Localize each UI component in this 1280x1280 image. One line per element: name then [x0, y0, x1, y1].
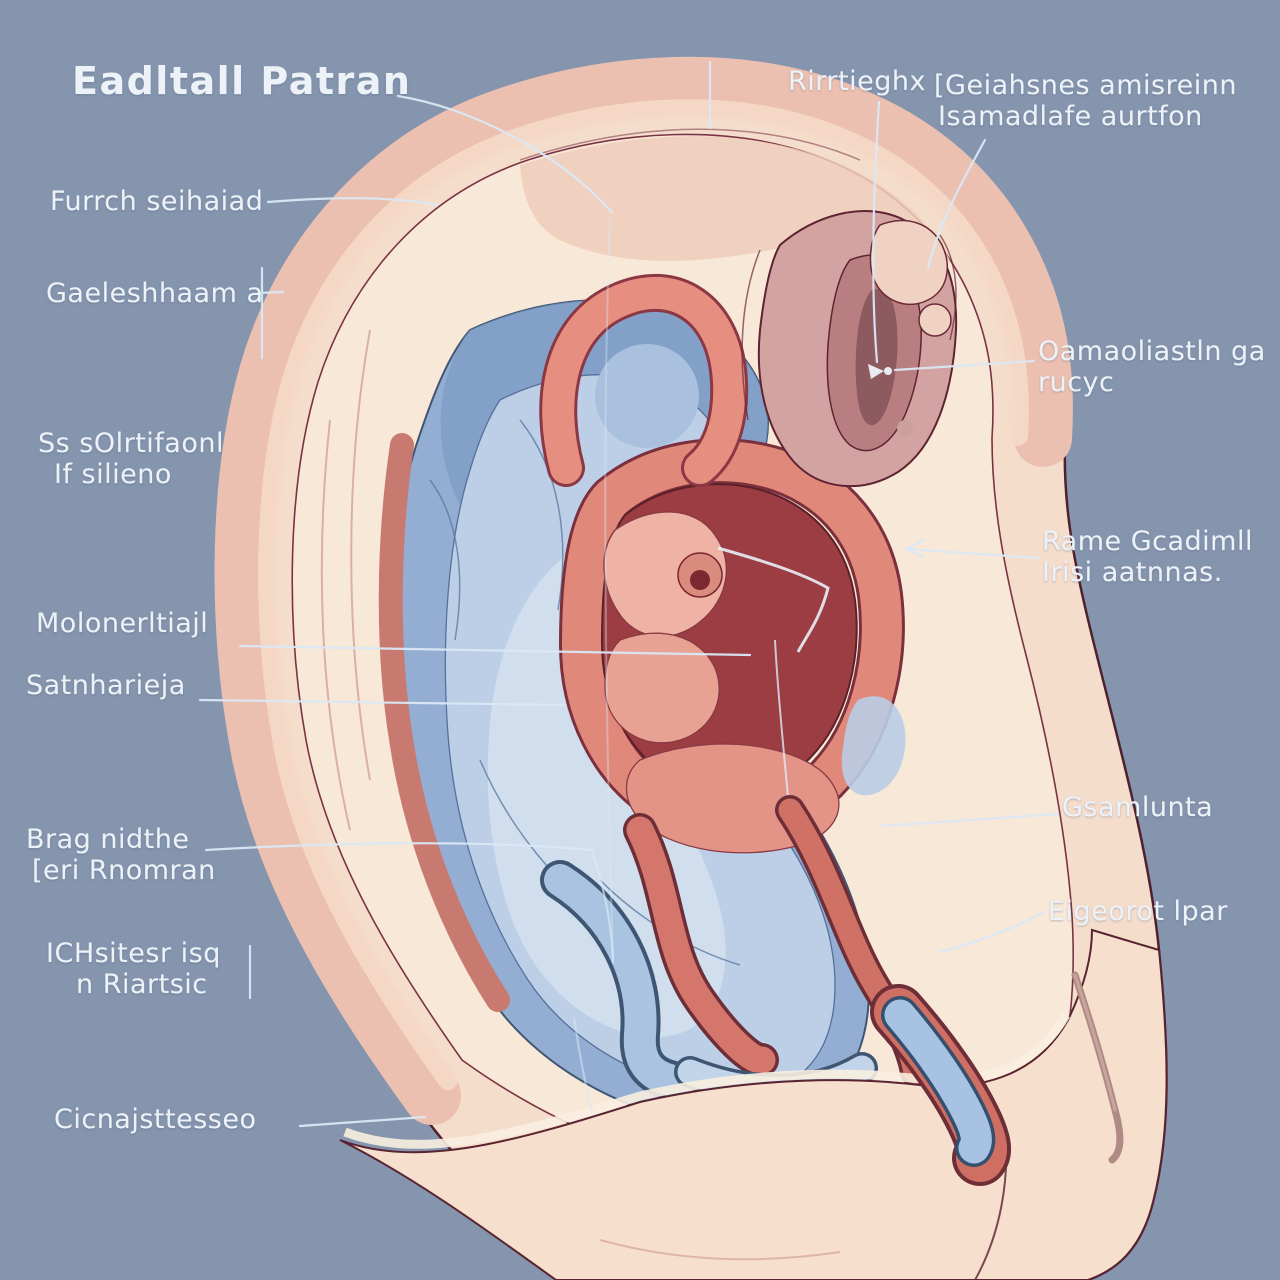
leader-eigeorot [938, 910, 1046, 954]
label-line: Rame Gcadimll [1042, 526, 1253, 557]
leader-furrch [266, 197, 439, 207]
dot-marker [884, 367, 892, 375]
label-line: If silieno [54, 459, 172, 490]
red-cavity [558, 438, 906, 854]
label-furrch: Furrch seihaiad [50, 186, 263, 217]
label-line: Eadltall Patran [72, 59, 412, 103]
label-brag-nidthe: Brag nidthe[eri Rnomran [26, 824, 216, 886]
label-title: Eadltall Patran [72, 60, 412, 102]
label-line: Irisi aatnnas. [1042, 557, 1223, 588]
leader-rame-arrow1 [904, 538, 926, 551]
label-line: Satnharieja [26, 670, 186, 701]
leader-artifact-1 [604, 217, 614, 959]
label-line: [eri Rnomran [32, 855, 216, 886]
label-rirrtieghx: Rirrtieghx [788, 66, 926, 97]
leader-brag-drop [590, 848, 615, 965]
label-line: n Riartsic [76, 969, 208, 1000]
label-line: Gaeleshhaam a [46, 278, 264, 309]
label-line: Molonerltiajl [36, 608, 209, 639]
leader-title [396, 94, 614, 214]
label-line: Eigeorot lpar [1048, 896, 1228, 927]
arrow-marker [868, 364, 884, 379]
lobe-vessel [1071, 971, 1124, 1164]
leader-artifact-2 [572, 1016, 594, 1116]
leader-lines [198, 60, 1060, 1128]
label-line: ICHsitesr isq [46, 938, 221, 969]
leader-rame-arrow2 [904, 547, 926, 559]
label-cicnajsttesseo: Cicnajsttesseo [54, 1104, 256, 1135]
label-line: rucyc [1038, 367, 1115, 398]
label-gaeleshhaam: Gaeleshhaam a [46, 278, 264, 309]
label-line: Rirrtieghx [788, 66, 926, 97]
helix-rim [214, 56, 1073, 1125]
leader-cicnaj [298, 1115, 427, 1128]
leader-geiahsnes [926, 138, 987, 270]
label-line: Brag nidthe [26, 824, 190, 855]
label-line: Ss sOlrtifaonl [38, 428, 224, 459]
label-gsamlunta: Gsamlunta [1062, 792, 1213, 823]
leader-rame [904, 547, 1040, 560]
leader-brag [204, 842, 594, 852]
label-molonerltiajl: Molonerltiajl [36, 608, 208, 639]
leader-rirrtieghx [872, 100, 881, 364]
leader-gsamlunta [880, 812, 1060, 828]
label-satnharieja: Satnharieja [26, 670, 186, 701]
leader-molonerltiajl [238, 644, 752, 657]
label-line: Cicnajsttesseo [54, 1104, 257, 1135]
label-line: [Geiahsnes amisreinn [934, 70, 1237, 101]
salmon-hook [539, 274, 749, 487]
label-line: Furrch seihaiad [50, 186, 264, 217]
label-eigeorot: Eigeorot lpar [1048, 896, 1228, 927]
leader-satnharieja [198, 698, 567, 707]
label-line: Oamaoliastln ga [1038, 336, 1266, 367]
label-line: Isamadlafe aurtfon [938, 101, 1203, 132]
tube-tip [870, 984, 1012, 1186]
leader-oamaoliastln [893, 359, 1036, 372]
fossa-pocket [741, 210, 958, 488]
label-line: Gsamlunta [1062, 792, 1214, 823]
bottom-flesh [339, 928, 1168, 1280]
